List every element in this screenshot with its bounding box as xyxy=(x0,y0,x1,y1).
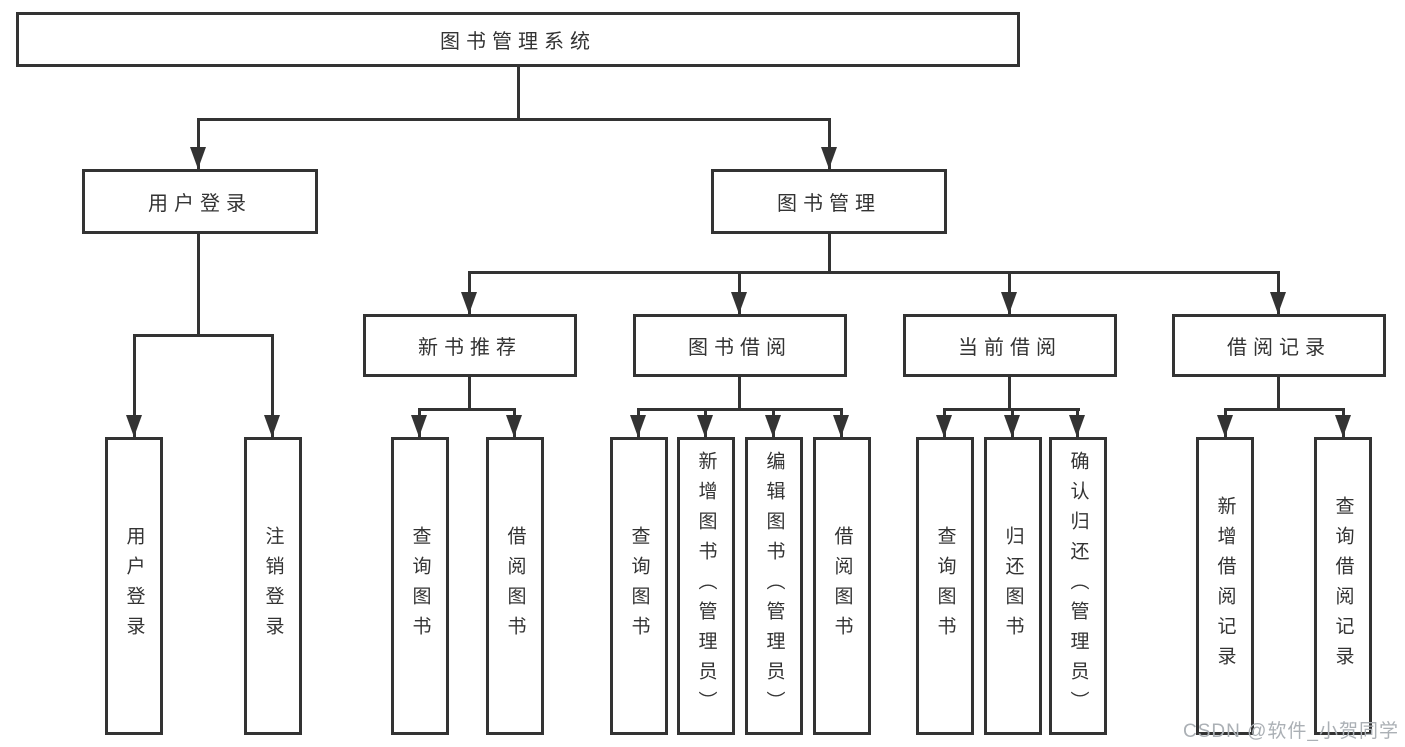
connector-line xyxy=(637,408,843,411)
leaf-confirm-return-admin: 确认归还（管理员） xyxy=(1049,437,1107,735)
arrowhead-down xyxy=(461,292,477,314)
arrowhead-down xyxy=(1004,415,1020,437)
leaf-user-login-label: 用户登录 xyxy=(123,526,145,646)
leaf-user-login: 用户登录 xyxy=(105,437,163,735)
connector-line xyxy=(197,234,200,334)
arrowhead-down xyxy=(765,415,781,437)
node-book-management-label: 图书管理 xyxy=(777,193,881,215)
connector-line xyxy=(517,67,520,118)
node-book-management: 图书管理 xyxy=(711,169,947,234)
leaf-query-books-recommend-label: 查询图书 xyxy=(409,526,431,646)
arrowhead-down xyxy=(1270,292,1286,314)
leaf-borrow-books-recommend: 借阅图书 xyxy=(486,437,544,735)
leaf-borrow-books-borrowing-label: 借阅图书 xyxy=(831,526,853,646)
arrowhead-down xyxy=(697,415,713,437)
leaf-query-books-current: 查询图书 xyxy=(916,437,974,735)
connector-line xyxy=(197,118,831,121)
node-book-borrowing-label: 图书借阅 xyxy=(688,337,792,359)
arrowhead-down xyxy=(1217,415,1233,437)
csdn-watermark: CSDN @软件_小贺同学 xyxy=(1183,721,1399,742)
leaf-add-book-admin-label: 新增图书（管理员） xyxy=(695,451,717,721)
leaf-query-books-current-label: 查询图书 xyxy=(934,526,956,646)
leaf-query-borrow-record: 查询借阅记录 xyxy=(1314,437,1372,735)
arrowhead-down xyxy=(506,415,522,437)
connector-line xyxy=(738,377,741,408)
arrowhead-down xyxy=(630,415,646,437)
arrowhead-down xyxy=(1001,292,1017,314)
connector-line xyxy=(468,271,1280,274)
leaf-query-books-recommend: 查询图书 xyxy=(391,437,449,735)
node-user-login: 用户登录 xyxy=(82,169,318,234)
connector-line xyxy=(1008,377,1011,408)
connector-line xyxy=(133,334,136,437)
arrowhead-down xyxy=(821,147,837,169)
leaf-query-books-borrowing-label: 查询图书 xyxy=(628,526,650,646)
node-user-login-label: 用户登录 xyxy=(148,193,252,215)
connector-line xyxy=(468,377,471,408)
leaf-add-borrow-record: 新增借阅记录 xyxy=(1196,437,1254,735)
arrowhead-down xyxy=(411,415,427,437)
leaf-edit-book-admin-label: 编辑图书（管理员） xyxy=(763,451,785,721)
connector-line xyxy=(197,118,200,169)
connector-line xyxy=(1277,377,1280,408)
arrowhead-down xyxy=(1069,415,1085,437)
arrowhead-down xyxy=(264,415,280,437)
leaf-return-book: 归还图书 xyxy=(984,437,1042,735)
node-new-book-recommend: 新书推荐 xyxy=(363,314,577,377)
connector-line xyxy=(1224,408,1344,411)
leaf-logout-label: 注销登录 xyxy=(262,526,284,646)
connector-line xyxy=(418,408,516,411)
arrowhead-down xyxy=(833,415,849,437)
leaf-query-books-borrowing: 查询图书 xyxy=(610,437,668,735)
connector-line xyxy=(828,118,831,169)
arrowhead-down xyxy=(190,147,206,169)
leaf-return-book-label: 归还图书 xyxy=(1002,526,1024,646)
node-root: 图书管理系统 xyxy=(16,12,1020,67)
arrowhead-down xyxy=(936,415,952,437)
node-current-borrowing-label: 当前借阅 xyxy=(958,337,1062,359)
arrowhead-down xyxy=(1335,415,1351,437)
leaf-add-book-admin: 新增图书（管理员） xyxy=(677,437,735,735)
leaf-borrow-books-recommend-label: 借阅图书 xyxy=(504,526,526,646)
leaf-edit-book-admin: 编辑图书（管理员） xyxy=(745,437,803,735)
leaf-borrow-books-borrowing: 借阅图书 xyxy=(813,437,871,735)
leaf-confirm-return-admin-label: 确认归还（管理员） xyxy=(1067,451,1089,721)
node-new-book-recommend-label: 新书推荐 xyxy=(418,337,522,359)
node-borrowing-records: 借阅记录 xyxy=(1172,314,1386,377)
node-root-label: 图书管理系统 xyxy=(440,31,596,53)
connector-line xyxy=(828,234,831,271)
arrowhead-down xyxy=(731,292,747,314)
leaf-add-borrow-record-label: 新增借阅记录 xyxy=(1214,496,1236,676)
node-borrowing-records-label: 借阅记录 xyxy=(1227,337,1331,359)
node-current-borrowing: 当前借阅 xyxy=(903,314,1117,377)
arrowhead-down xyxy=(126,415,142,437)
node-book-borrowing: 图书借阅 xyxy=(633,314,847,377)
connector-line xyxy=(271,334,274,437)
connector-line xyxy=(133,334,274,337)
leaf-query-borrow-record-label: 查询借阅记录 xyxy=(1332,496,1354,676)
leaf-logout: 注销登录 xyxy=(244,437,302,735)
